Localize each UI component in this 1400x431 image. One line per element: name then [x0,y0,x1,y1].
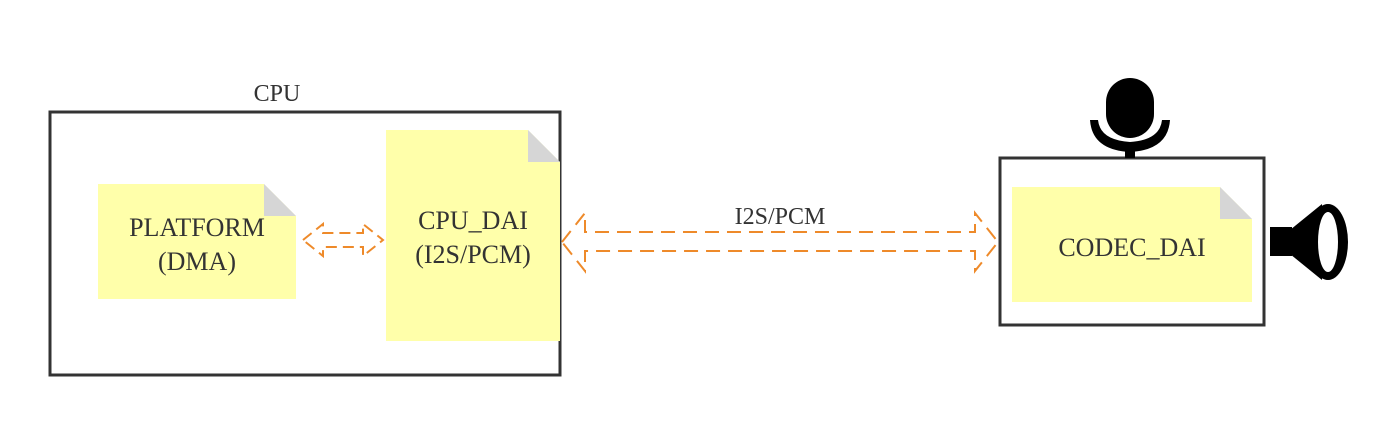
cpu-block-label: CPU [254,81,301,107]
codec-dai-label: CODEC_DAI [1058,233,1205,262]
cpu-dai-label-line2: (I2S/PCM) [415,240,531,269]
speaker-icon [1270,204,1348,280]
cpu-dai-node: CPU_DAI (I2S/PCM) [386,130,560,341]
platform-cpu-dai-link [301,221,385,259]
platform-label-line1: PLATFORM [129,213,265,242]
microphone-icon [1090,78,1170,158]
i2s-pcm-link-label: I2S/PCM [735,204,826,230]
i2s-pcm-link [560,210,1000,274]
platform-node: PLATFORM (DMA) [98,184,296,299]
codec-block: CODEC_DAI [998,156,1266,327]
platform-label-line2: (DMA) [158,247,236,276]
cpu-dai-label-line1: CPU_DAI [418,206,528,235]
